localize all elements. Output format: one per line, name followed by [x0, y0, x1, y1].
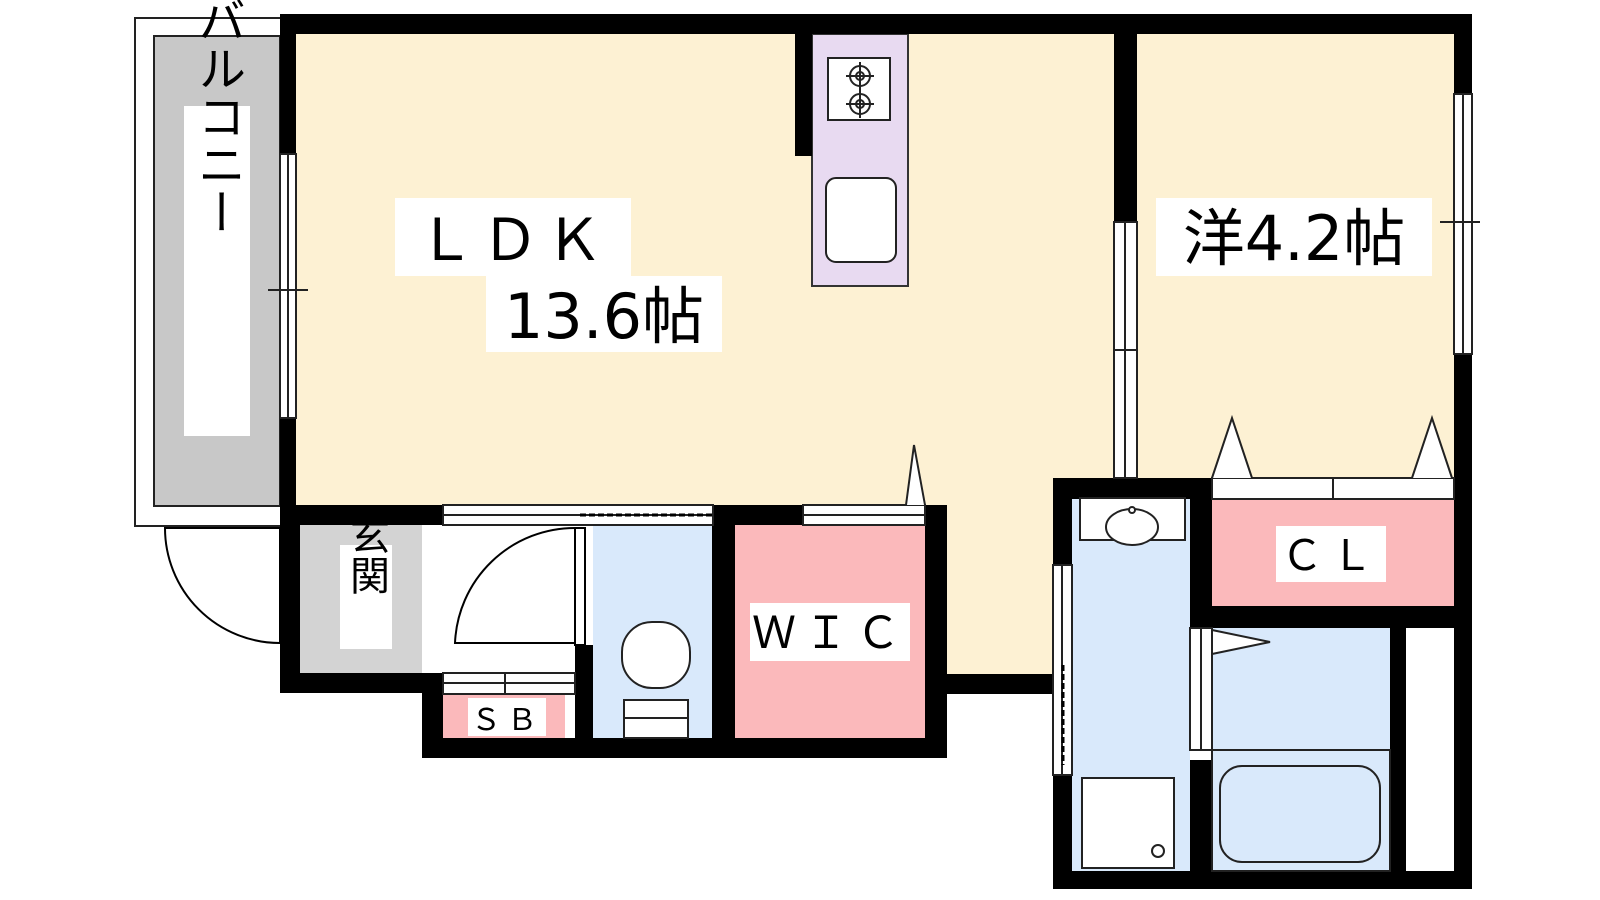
- closet-doors: [1211, 414, 1455, 500]
- stove: [827, 57, 891, 121]
- toilet: [621, 621, 691, 739]
- ldk-size-bg: [486, 276, 722, 352]
- wic-door: [905, 444, 926, 506]
- shoe-box-label: ＳＢ: [471, 703, 543, 738]
- ldk-floor-lower: [940, 500, 1053, 680]
- western-room-label-bg: [1156, 198, 1432, 276]
- windows: [268, 93, 1480, 776]
- balcony-label: バルコニー: [189, 0, 245, 236]
- wic-label: ＷＩＣ: [752, 608, 908, 659]
- kitchen-sink: [825, 177, 897, 263]
- ldk-label-bg: [395, 198, 631, 276]
- closet-label-bg: [1276, 526, 1386, 582]
- walls: [280, 14, 1472, 889]
- western-room-label: 洋4.2帖: [1183, 202, 1406, 275]
- wic-label-bg: [750, 603, 910, 661]
- entrance-label-bg: [340, 545, 392, 649]
- bathtub: [1211, 749, 1391, 872]
- ldk-label: ＬＤＫ: [417, 206, 609, 274]
- wash-basin: [1079, 497, 1186, 546]
- door-swings: [163, 526, 586, 646]
- ldk-size-label: 13.6帖: [504, 280, 704, 353]
- shoe-box-label-bg: [468, 698, 546, 736]
- entrance-label: 玄関: [343, 515, 389, 595]
- bathroom-door: [1189, 627, 1271, 751]
- washing-machine-space: [1081, 777, 1175, 869]
- balcony-label-bg: [184, 106, 250, 436]
- closet-label: ＣＬ: [1281, 531, 1381, 580]
